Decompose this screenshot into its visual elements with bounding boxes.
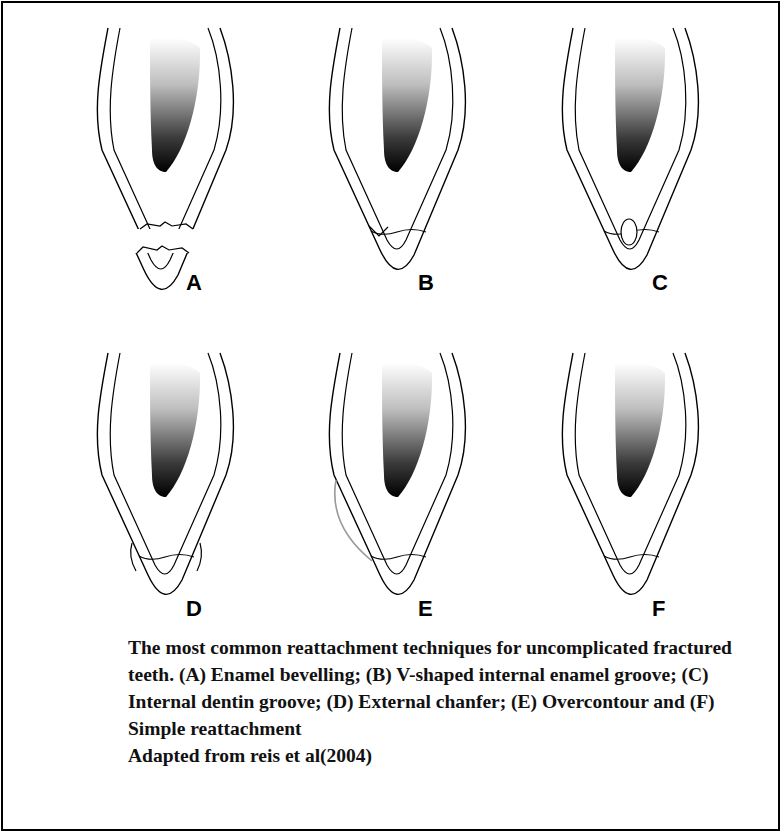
panel-letter: F (652, 596, 665, 622)
panel-letter: D (186, 596, 202, 622)
figure-caption: The most common reattachment techniques … (128, 634, 768, 742)
tooth-figure (329, 353, 465, 594)
source-note: Adapted from reis et al(2004) (128, 742, 372, 769)
tooth-figure (93, 28, 233, 289)
tooth-figure (562, 353, 698, 594)
panel-letter: A (186, 270, 202, 296)
tooth-figure (329, 28, 465, 269)
tooth-figure (97, 353, 233, 594)
panel-letter: B (418, 270, 434, 296)
panel-letter: C (652, 270, 668, 296)
panel-letter: E (418, 596, 433, 622)
tooth-figure (562, 28, 698, 269)
